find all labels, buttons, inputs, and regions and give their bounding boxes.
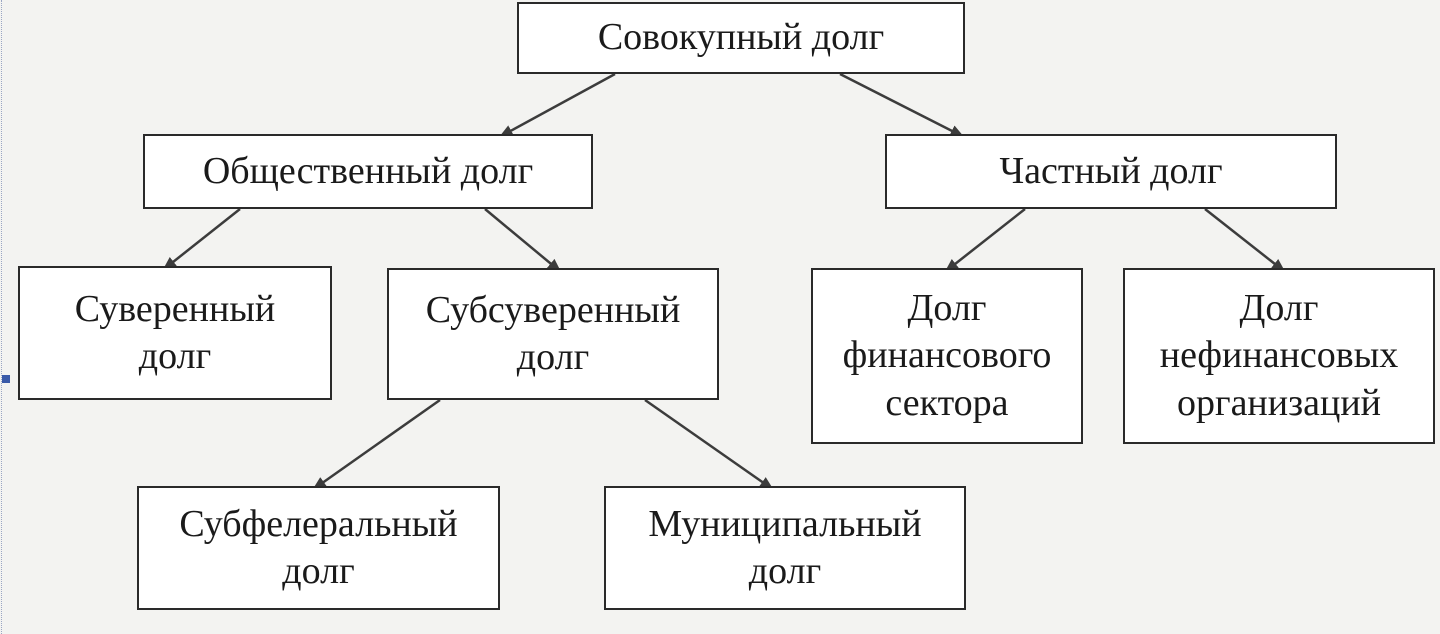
arrow-public-to-subsovereign	[484, 208, 562, 273]
node-nonfinancial-debt-line2: нефинансовых	[1159, 334, 1399, 377]
arrow-public-to-sovereign	[162, 208, 241, 271]
node-public-debt: Общественный долг	[143, 134, 593, 209]
node-municipal-debt-line1: Муниципальный	[648, 502, 922, 545]
node-municipal-debt-line2: долг	[748, 550, 822, 592]
arrow-total-to-private	[839, 72, 965, 138]
node-total-debt-label: Совокупный долг	[597, 16, 885, 59]
node-private-debt: Частный долг	[885, 134, 1337, 209]
node-subsovereign-debt: Субсуверенный долг	[387, 268, 719, 400]
node-financial-sector-debt-line3: сектора	[885, 381, 1009, 424]
node-subfederal-debt-line1: Субфелеральный	[179, 502, 458, 545]
node-total-debt: Совокупный долг	[517, 2, 965, 74]
node-financial-sector-debt-line2: финансового	[842, 334, 1052, 377]
arrow-subsovereign-to-subfederal	[312, 398, 441, 491]
node-nonfinancial-debt-line1: Долг	[1239, 286, 1319, 329]
node-subfederal-debt-line2: долг	[282, 550, 355, 592]
arrow-private-to-financial	[944, 208, 1026, 273]
node-nonfinancial-debt: Долг нефинансовых организаций	[1123, 268, 1435, 444]
node-subsovereign-debt-line1: Субсуверенный	[425, 288, 681, 331]
left-edge-guide	[1, 0, 2, 634]
node-sovereign-debt: Суверенный долг	[18, 266, 332, 400]
arrow-total-to-public	[498, 72, 616, 138]
node-subfederal-debt: Субфелеральный долг	[137, 486, 500, 610]
node-sovereign-debt-line1: Суверенный	[74, 287, 276, 330]
node-sovereign-debt-line2: долг	[138, 335, 212, 377]
node-financial-sector-debt: Долг финансового сектора	[811, 268, 1083, 444]
left-edge-marker	[2, 375, 10, 383]
node-municipal-debt: Муниципальный долг	[604, 486, 966, 610]
node-financial-sector-debt-line1: Долг	[907, 286, 987, 329]
arrow-subsovereign-to-municipal	[644, 398, 774, 491]
node-subsovereign-debt-line2: долг	[516, 336, 590, 378]
node-private-debt-label: Частный долг	[999, 149, 1223, 192]
node-nonfinancial-debt-line3: организаций	[1176, 381, 1381, 424]
arrow-private-to-nonfinancial	[1204, 208, 1286, 273]
node-public-debt-label: Общественный долг	[202, 149, 534, 192]
